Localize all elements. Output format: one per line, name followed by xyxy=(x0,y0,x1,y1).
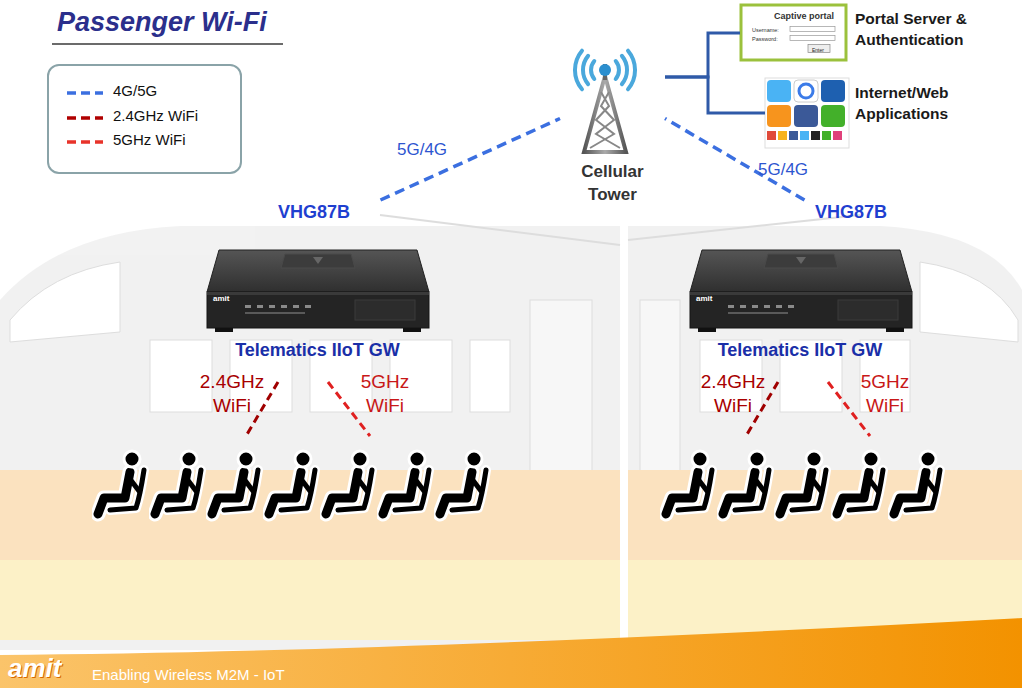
node-text: Username: xyxy=(752,27,779,33)
cellular-link xyxy=(665,119,804,201)
legend-box: 4G/5G 2.4GHz WiFi 5GHz WiFi xyxy=(47,64,242,174)
captive-portal-thumbnail xyxy=(741,5,846,60)
link-line xyxy=(665,33,740,77)
node-text: VHG87B xyxy=(278,202,350,224)
node-text: Portal Server & Authentication xyxy=(855,8,1010,50)
legend-dash xyxy=(67,140,103,144)
node-text: Telematics IIoT GW xyxy=(688,340,912,362)
node-text: Internet/Web Applications xyxy=(855,82,1010,124)
train-left xyxy=(0,215,620,650)
diagram-title: Passenger Wi-Fi xyxy=(57,6,267,38)
legend-text: 4G/5G xyxy=(113,82,157,100)
wifi-label: 2.4GHz WiFi xyxy=(688,370,778,418)
tower-node: Cellular Tower xyxy=(560,42,665,212)
legend-dash xyxy=(67,116,103,120)
portal-server-node: Captive portalUsername: Password: Enter Por… xyxy=(740,4,1015,62)
cellular-tower-icon xyxy=(575,51,635,152)
footer-text: Enabling Wireless M2M - IoT xyxy=(92,666,285,684)
title-underline xyxy=(52,43,283,45)
web-apps-node: Internet/Web Applications xyxy=(765,78,1015,148)
web-app-icons xyxy=(765,78,849,148)
cellular-link xyxy=(381,119,561,201)
wifi-label: 5GHz WiFi xyxy=(350,370,420,418)
node-text: Cellular Tower xyxy=(560,160,665,206)
node-text: Captive portal xyxy=(774,11,834,21)
logo-text: amit xyxy=(213,294,229,304)
gateway-node: VHG87B Telematics IIoT GW xyxy=(205,200,430,370)
legend-line xyxy=(65,88,105,98)
logo-text: amit xyxy=(696,294,712,304)
link-line xyxy=(665,77,765,113)
passengers xyxy=(98,451,940,514)
wifi-links xyxy=(246,382,870,436)
node-text: VHG87B xyxy=(815,202,887,224)
wifi-label: 5GHz WiFi xyxy=(850,370,920,418)
wifi-label: 2.4GHz WiFi xyxy=(187,370,277,418)
node-text: Telematics IIoT GW xyxy=(205,340,430,362)
legend-text: 5GHz WiFi xyxy=(113,131,186,149)
legend-text: 2.4GHz WiFi xyxy=(113,107,198,125)
edge-label: 5G/4G xyxy=(397,140,447,160)
footer-band xyxy=(0,618,1022,688)
legend-dash xyxy=(67,91,103,95)
gateway-device xyxy=(207,250,429,332)
legend-line xyxy=(65,137,105,147)
logo-text: amit xyxy=(8,653,61,684)
gateway-device xyxy=(690,250,912,332)
gateway-node: VHG87B Telematics IIoT GW xyxy=(688,200,912,370)
legend-line xyxy=(65,113,105,123)
train-right xyxy=(628,215,1022,650)
node-text: Enter xyxy=(812,47,824,53)
node-text: Password: xyxy=(752,36,778,42)
edge-label: 5G/4G xyxy=(758,160,808,180)
